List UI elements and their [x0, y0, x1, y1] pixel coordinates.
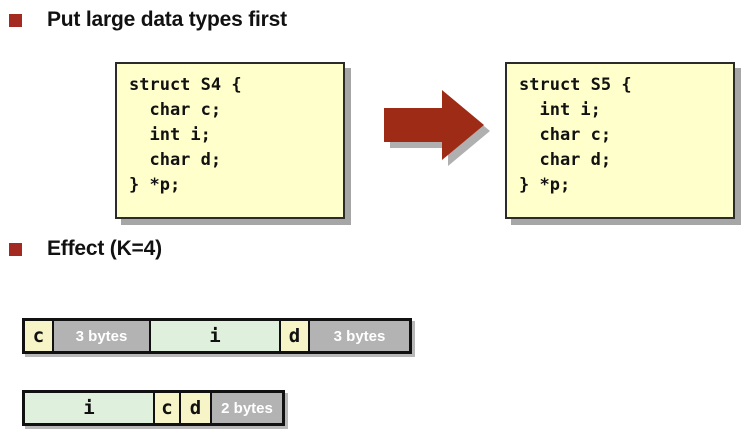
memory-cell-3-bytes: 3 bytes	[54, 321, 151, 351]
bullet-item-effect-k4: Effect (K=4)	[9, 237, 162, 261]
memory-cell-c: c	[155, 393, 181, 423]
bullet-square-icon	[9, 13, 22, 27]
code-box-struct-s4: struct S4 { char c; int i; char d; } *p;	[115, 62, 345, 219]
memory-cell-i: i	[25, 393, 155, 423]
code-text-struct-s4: struct S4 { char c; int i; char d; } *p;	[129, 75, 242, 195]
arrow-right-icon	[384, 90, 484, 160]
bullet-item-put-large-data-types-first: Put large data types first	[9, 8, 287, 32]
code-box-struct-s5: struct S5 { int i; char c; char d; } *p;	[505, 62, 735, 219]
memory-cell-i: i	[151, 321, 281, 351]
bullet-label: Put large data types first	[47, 8, 287, 31]
memory-cell-2-bytes: 2 bytes	[212, 393, 282, 423]
memory-cell-3-bytes: 3 bytes	[310, 321, 409, 351]
transformation-arrow	[378, 88, 496, 168]
memory-cell-d: d	[181, 393, 212, 423]
bullet-label: Effect (K=4)	[47, 237, 162, 260]
memory-cell-d: d	[281, 321, 310, 351]
code-text-struct-s5: struct S5 { int i; char c; char d; } *p;	[519, 75, 632, 195]
memory-cell-c: c	[25, 321, 54, 351]
bullet-square-icon	[9, 242, 22, 256]
